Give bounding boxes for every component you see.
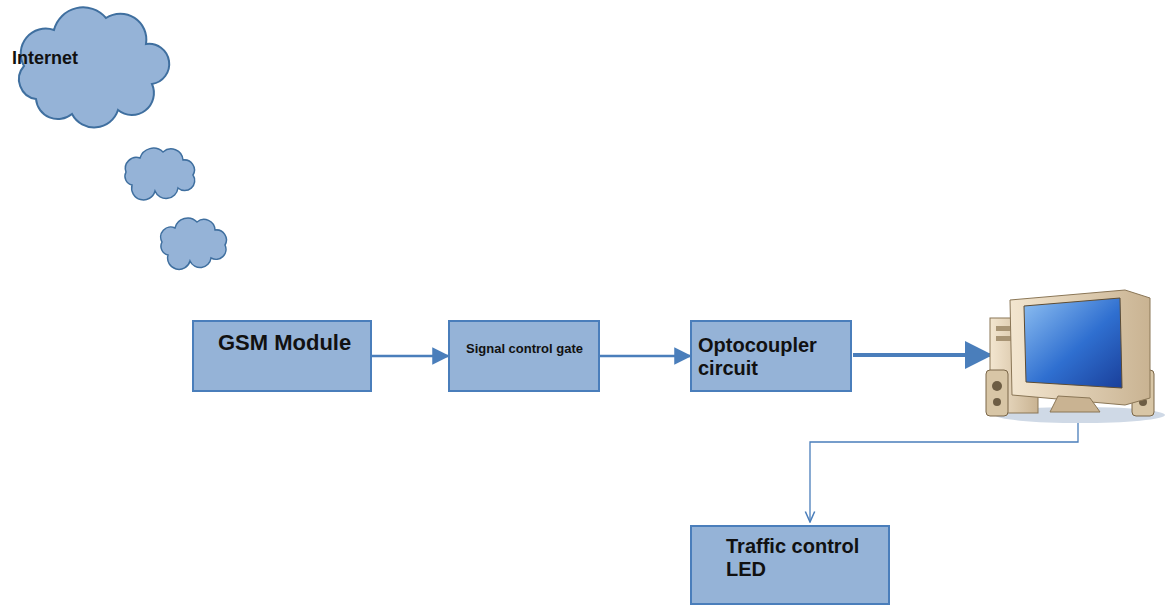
node-label: GSM Module — [218, 330, 360, 355]
node-label: Internet — [12, 48, 160, 69]
process-box: Traffic control LED — [690, 525, 890, 605]
node-label: Optocoupler circuit — [698, 334, 844, 380]
process-box: GSM Module — [192, 320, 372, 392]
process-box: Optocoupler circuit — [690, 320, 852, 392]
arrow-connector — [600, 355, 690, 358]
cloud-node: Internet — [6, 4, 166, 126]
arrow-connector — [372, 355, 448, 358]
small-cloud — [125, 148, 226, 269]
node-label: Signal control gate — [466, 342, 590, 357]
computer-icon — [986, 290, 1165, 423]
arrow — [810, 418, 1078, 522]
arrow — [853, 353, 990, 357]
process-box: Signal control gate — [448, 320, 600, 392]
node-label: Traffic control LED — [726, 535, 878, 581]
